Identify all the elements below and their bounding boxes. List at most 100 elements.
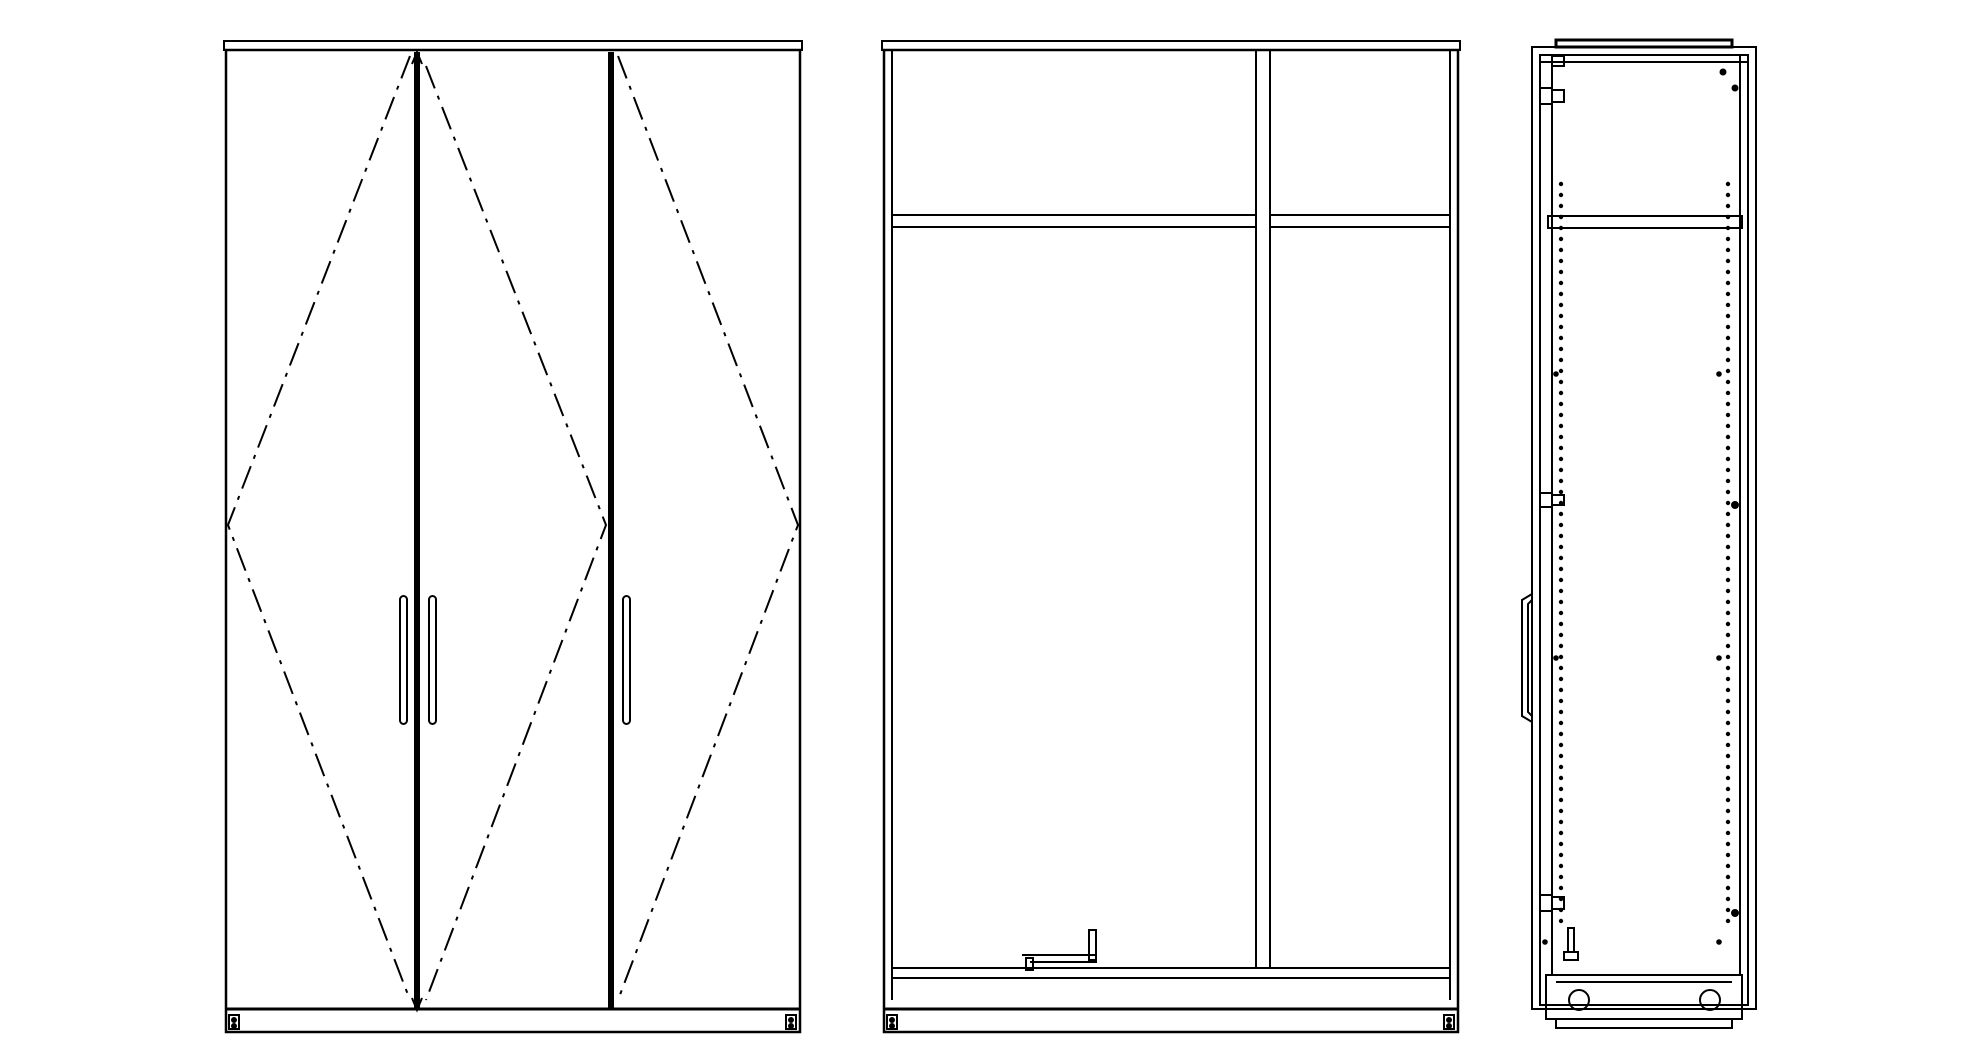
shelf-hole (1558, 720, 1564, 726)
shelf-hole (1725, 203, 1731, 209)
shelf-hole (1558, 555, 1564, 561)
door-handle (622, 595, 631, 725)
connector-dot (1542, 939, 1548, 945)
hinge-cup (1551, 896, 1565, 910)
hinge-plate (1539, 492, 1553, 508)
shelf-hole (1558, 368, 1564, 374)
shelf-hole (1725, 610, 1731, 616)
shelf-hole (1558, 522, 1564, 528)
shelf-hole (1725, 456, 1731, 462)
shelf-hole (1725, 533, 1731, 539)
shelf-hole (1725, 566, 1731, 572)
shelf-hole (1725, 764, 1731, 770)
shelf-hole (1558, 731, 1564, 737)
side-inner-panel (1539, 54, 1749, 1006)
shelf-hole (1558, 467, 1564, 473)
left-door-opening-line (226, 55, 411, 1001)
shelf-hole (1725, 643, 1731, 649)
shelf-hole (1725, 434, 1731, 440)
shelf-hole (1725, 489, 1731, 495)
shelf-hole (1725, 368, 1731, 374)
shelf-hole (1558, 632, 1564, 638)
shelf-hole (1558, 621, 1564, 627)
shelf-hole (1558, 588, 1564, 594)
hinge-plate (1539, 894, 1553, 912)
shelf-hole (1558, 181, 1564, 187)
shelf-hole (1558, 863, 1564, 869)
shelf-hole (1558, 753, 1564, 759)
shelf-hole (1558, 841, 1564, 847)
shelf-hole (1725, 379, 1731, 385)
shelf-hole (1558, 874, 1564, 880)
leveling-foot (1699, 989, 1721, 1011)
foot-bolt (788, 1017, 794, 1023)
shelf-hole (1558, 445, 1564, 451)
front-top-board (223, 40, 803, 51)
shelf-hole (1558, 335, 1564, 341)
shelf-hole (1558, 346, 1564, 352)
shelf-hole (1725, 225, 1731, 231)
shelf-hole (1558, 533, 1564, 539)
shelf-hole (1725, 412, 1731, 418)
shelf-hole (1725, 874, 1731, 880)
door-handle (428, 595, 437, 725)
front-view (223, 40, 803, 1034)
shelf-hole (1725, 258, 1731, 264)
shelf-hole (1558, 687, 1564, 693)
shelf-hole (1725, 291, 1731, 297)
shelf-hole (1558, 357, 1564, 363)
shelf-support-holes (1542, 181, 1731, 945)
lever-base (1025, 957, 1034, 971)
arrow-down-icon (411, 997, 423, 1013)
side-lever (1567, 927, 1575, 953)
center-door-opening-line (425, 65, 608, 1001)
shelf-hole (1725, 808, 1731, 814)
shelf-hole (1725, 522, 1731, 528)
shelf-hole (1725, 423, 1731, 429)
shelf-hole (1558, 412, 1564, 418)
shelf-hole (1725, 709, 1731, 715)
shelf-hole (1558, 852, 1564, 858)
hinge-plate (1539, 87, 1553, 105)
shelf-hole (1725, 478, 1731, 484)
shelf-hole (1558, 830, 1564, 836)
shelf-hole (1725, 324, 1731, 330)
side-view (1521, 38, 1757, 1029)
side-base-inner (1555, 1018, 1733, 1029)
hinge-cup (1551, 89, 1565, 103)
interior-carcass (882, 48, 1460, 1034)
shelf-hole (1558, 379, 1564, 385)
shelf-hole (1558, 478, 1564, 484)
interior-view (881, 40, 1461, 1034)
shelf-hole (1725, 720, 1731, 726)
shelf-hole (1725, 852, 1731, 858)
shelf-hole (1725, 390, 1731, 396)
foot-bolt (231, 1023, 237, 1029)
shelf-hole (1725, 918, 1731, 924)
shelf-hole (1725, 192, 1731, 198)
shelf-hole (1725, 654, 1731, 660)
shelf-hole (1558, 786, 1564, 792)
shelf-hole (1558, 665, 1564, 671)
lever-arm (1022, 954, 1097, 963)
side-lever-base (1563, 951, 1579, 961)
shelf-hole (1725, 632, 1731, 638)
shelf-hole (1558, 742, 1564, 748)
shelf-hole (1558, 225, 1564, 231)
shelf-hole (1725, 313, 1731, 319)
shelf-hole (1725, 863, 1731, 869)
shelf-hole (1725, 335, 1731, 341)
shelf-hole (1725, 896, 1731, 902)
shelf-hole (1558, 214, 1564, 220)
shelf-hole (1558, 324, 1564, 330)
shelf-hole (1725, 676, 1731, 682)
foot-bolt (889, 1023, 895, 1029)
foot-bolt (1446, 1023, 1452, 1029)
shelf-hole (1558, 643, 1564, 649)
door-opening-lines (226, 55, 800, 1001)
shelf-hole (1558, 390, 1564, 396)
foot-bolt (1446, 1017, 1452, 1023)
shelf-hole (1558, 269, 1564, 275)
shelf-hole (1725, 753, 1731, 759)
shelf-hole (1558, 280, 1564, 286)
